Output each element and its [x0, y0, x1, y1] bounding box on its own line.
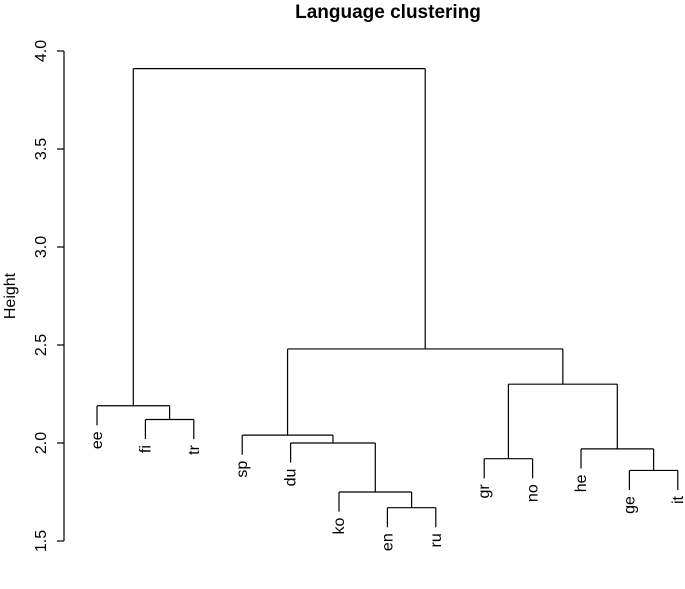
- chart-title: Language clustering: [295, 2, 481, 23]
- y-ticks: 1.5 2.0 2.5 3.0 3.5 4.0: [33, 40, 64, 552]
- y-tick-label: 4.0: [33, 40, 50, 62]
- leaf-label-en: en: [379, 533, 396, 551]
- leaf-label-tr: tr: [186, 444, 203, 454]
- y-axis-label: Height: [2, 272, 19, 319]
- leaf-label-du: du: [283, 469, 300, 487]
- leaf-label-he: he: [573, 474, 590, 492]
- dendrogram-links: [96, 68, 679, 528]
- leaf-label-ru: ru: [428, 533, 445, 547]
- y-tick-label: 3.0: [33, 236, 50, 258]
- leaf-label-ge: ge: [621, 496, 638, 514]
- y-tick-label: 3.5: [33, 138, 50, 160]
- leaf-label-gr: gr: [476, 484, 493, 499]
- y-tick-label: 1.5: [33, 530, 50, 552]
- y-tick-label: 2.0: [33, 432, 50, 454]
- y-axis: 1.5 2.0 2.5 3.0 3.5 4.0: [33, 40, 65, 552]
- leaf-label-ko: ko: [331, 518, 348, 535]
- leaf-label-no: no: [525, 484, 542, 502]
- leaf-label-sp: sp: [234, 461, 251, 478]
- leaf-labels: ee fi tr sp du ko en ru gr no he ge it: [89, 431, 685, 551]
- y-tick-label: 2.5: [33, 334, 50, 356]
- leaf-label-it: it: [670, 495, 685, 504]
- leaf-label-fi: fi: [137, 445, 154, 453]
- leaf-label-ee: ee: [89, 431, 106, 449]
